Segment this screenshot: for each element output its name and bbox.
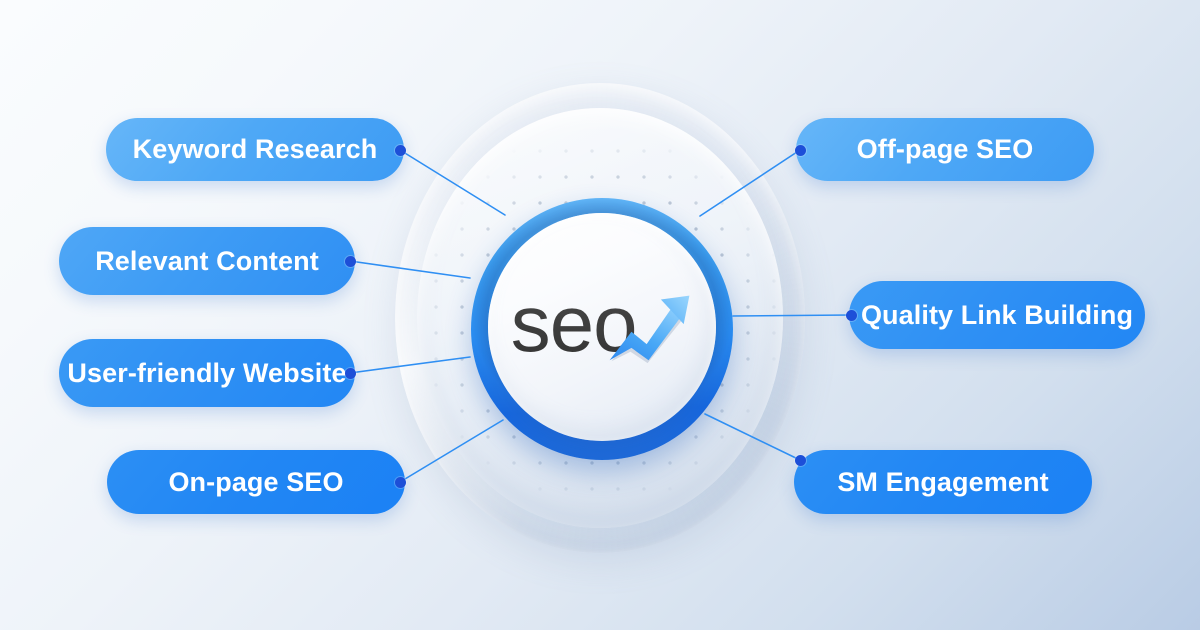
label-off-page-seo[interactable]: Off-page SEO (796, 118, 1094, 181)
label-user-friendly-website-text: User-friendly Website (67, 357, 347, 388)
label-quality-link-building[interactable]: Quality Link Building (849, 281, 1145, 349)
label-user-friendly-website[interactable]: User-friendly Website (59, 339, 355, 407)
label-sm-engagement-text: SM Engagement (837, 466, 1049, 497)
label-keyword-research[interactable]: Keyword Research (106, 118, 404, 181)
seo-logo: seo (511, 284, 690, 368)
label-off-page-seo-text: Off-page SEO (856, 134, 1034, 164)
label-relevant-content[interactable]: Relevant Content (59, 227, 355, 295)
node-dot-on-page-seo (395, 477, 406, 488)
seo-hub: seo (395, 83, 805, 553)
label-keyword-research-text: Keyword Research (132, 134, 378, 164)
seo-logo-circle: seo (488, 213, 716, 441)
label-sm-engagement[interactable]: SM Engagement (794, 450, 1092, 514)
node-dot-sm-engagement (795, 455, 806, 466)
node-dot-relevant-content (345, 256, 356, 267)
node-dot-user-friendly-website (345, 368, 356, 379)
label-on-page-seo[interactable]: On-page SEO (107, 450, 405, 514)
node-dot-keyword-research (395, 145, 406, 156)
node-dot-off-page-seo (795, 145, 806, 156)
node-dot-quality-link-building (846, 310, 857, 321)
label-relevant-content-text: Relevant Content (95, 245, 319, 276)
label-quality-link-building-text: Quality Link Building (860, 299, 1134, 330)
label-on-page-seo-text: On-page SEO (168, 466, 344, 497)
